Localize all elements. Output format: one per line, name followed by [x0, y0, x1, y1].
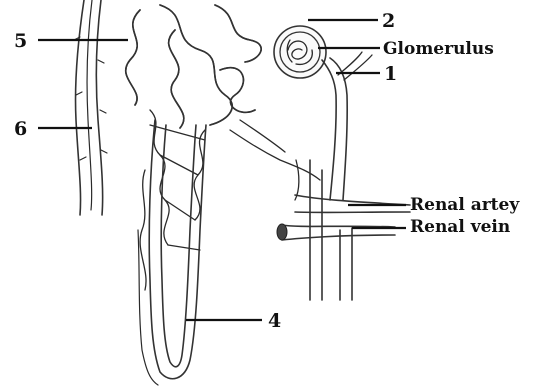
renal-vessels — [277, 52, 410, 300]
label-2: 2 — [382, 10, 395, 32]
label-6: 6 — [14, 118, 27, 140]
loop-of-henle — [138, 120, 206, 385]
label-1: 1 — [384, 63, 397, 85]
labels: 5 6 2 Glomerulus 1 Renal artey Renal vei… — [14, 10, 520, 332]
glomerulus — [274, 26, 326, 78]
peritubular-capillaries — [140, 110, 320, 290]
label-glomerulus: Glomerulus — [383, 39, 494, 59]
convoluted-tubule — [126, 5, 261, 128]
label-4: 4 — [268, 310, 281, 332]
label-renal-vein: Renal vein — [410, 217, 510, 237]
label-5: 5 — [14, 30, 27, 52]
leader-lines — [38, 20, 406, 320]
label-renal-artery: Renal artey — [410, 195, 520, 215]
collecting-duct — [74, 0, 107, 215]
